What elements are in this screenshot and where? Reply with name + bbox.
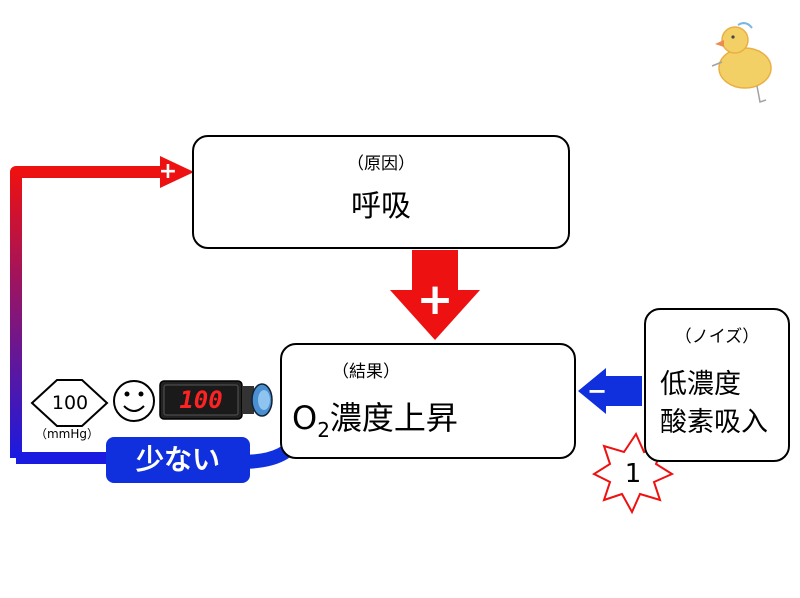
- result-subscript: 2: [317, 418, 330, 442]
- result-title: O2濃度上昇: [292, 393, 458, 442]
- digital-display-device-icon: [159, 380, 273, 420]
- status-label: 少ない: [106, 437, 250, 483]
- feedback-plus-sign: +: [158, 159, 178, 184]
- value-diamond: [30, 379, 109, 427]
- result-label: （結果）: [332, 362, 400, 382]
- noise-badge-number: 1: [624, 459, 642, 489]
- left-blue-arrow-icon: [578, 368, 642, 414]
- result-box: （結果） O2濃度上昇: [280, 343, 576, 459]
- noise-line1: 低濃度: [660, 369, 741, 400]
- minus-sign: −: [586, 377, 608, 405]
- noise-label: （ノイズ）: [674, 327, 760, 347]
- result-rest: 濃度上昇: [329, 399, 458, 437]
- feedback-loop-line: [10, 166, 168, 458]
- smiley-face-icon: [113, 380, 155, 422]
- result-o: O: [292, 399, 318, 437]
- cause-box: （原因） 呼吸: [192, 135, 570, 249]
- diamond-value: 100: [51, 392, 89, 414]
- down-red-arrow-icon: [390, 250, 480, 340]
- duck-doodle: [711, 22, 772, 103]
- down-arrow-plus-sign: +: [416, 274, 454, 325]
- noise-box: （ノイズ） 低濃度 酸素吸入: [644, 308, 790, 462]
- cause-title: 呼吸: [351, 189, 411, 224]
- display-value: 100: [179, 386, 223, 414]
- feedback-loop-arrowhead: [160, 156, 194, 188]
- diamond-unit: （mmHg）: [34, 427, 100, 441]
- noise-line2: 酸素吸入: [660, 407, 768, 438]
- cause-label: （原因）: [347, 154, 415, 174]
